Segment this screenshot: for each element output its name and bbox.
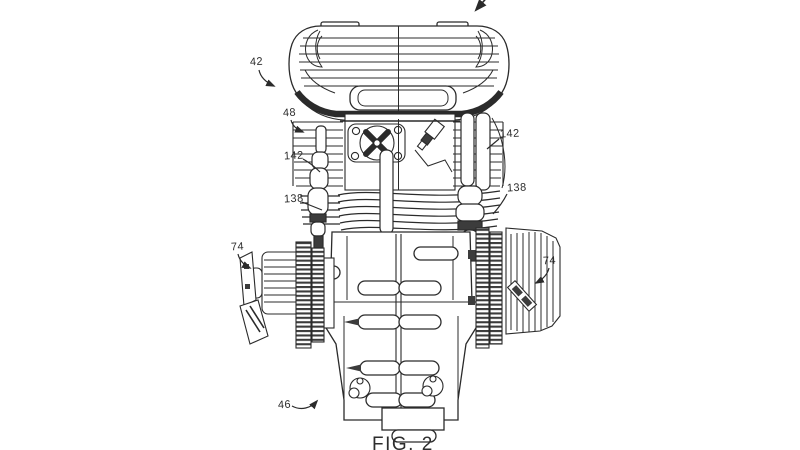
top-pointer-arrow: [474, 0, 487, 12]
callout-74-left: 74: [230, 240, 245, 254]
figure-caption: FIG. 2: [372, 434, 434, 450]
rocker-cover: [288, 21, 510, 121]
left-spark-plug-wire: [307, 125, 329, 249]
callout-42: 42: [249, 55, 264, 69]
callout-74-right: 74: [542, 254, 557, 268]
left-gear-assembly: [239, 241, 335, 349]
cylinder-head: [292, 113, 504, 191]
callout-48: 48: [282, 106, 297, 120]
right-gear-assembly: [468, 227, 561, 349]
callout-138-left: 138: [283, 192, 304, 206]
callout-142-left: 142: [283, 149, 304, 163]
callout-142-right: 142: [499, 127, 520, 141]
callout-46: 46: [277, 398, 292, 412]
leader-lines: [237, 69, 550, 410]
callout-138-right: 138: [506, 181, 527, 195]
